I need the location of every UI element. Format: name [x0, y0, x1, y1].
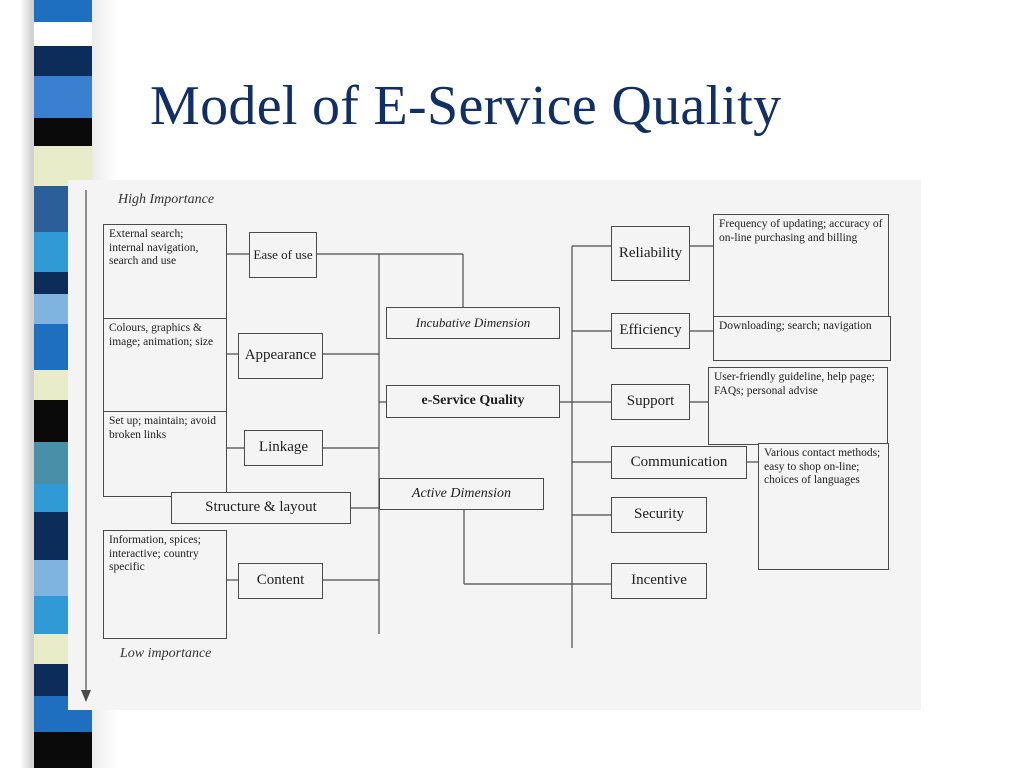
appearance-box: Appearance — [238, 333, 323, 379]
slide-title: Model of E-Service Quality — [150, 75, 782, 137]
support-note: User-friendly guideline, help page; FAQs… — [708, 367, 888, 445]
content-box: Content — [238, 563, 323, 599]
support-box: Support — [611, 384, 690, 420]
security-box: Security — [611, 497, 707, 533]
low-importance-label: Low importance — [120, 646, 212, 661]
appearance-note: Colours, graphics & image; animation; si… — [103, 318, 227, 413]
efficiency-box: Efficiency — [611, 313, 690, 349]
linkage-box: Linkage — [244, 430, 323, 466]
incubative-dimension-box: Incubative Dimension — [386, 307, 560, 339]
structure-layout-box: Structure & layout — [171, 492, 351, 524]
content-note: Information, spices; interactive; countr… — [103, 530, 227, 639]
diagram-panel: High Importance Low importance External … — [68, 180, 921, 710]
ease-of-use-note: External search; internal navigation, se… — [103, 224, 227, 320]
e-service-quality-box: e-Service Quality — [386, 385, 560, 418]
reliability-note: Frequency of updating; accuracy of on-li… — [713, 214, 889, 322]
communication-box: Communication — [611, 446, 747, 479]
communication-note: Various contact methods; easy to shop on… — [758, 443, 889, 570]
connector-lines — [81, 190, 758, 702]
reliability-box: Reliability — [611, 226, 690, 281]
active-dimension-box: Active Dimension — [379, 478, 544, 510]
linkage-note: Set up; maintain; avoid broken links — [103, 411, 227, 497]
ease-of-use-box: Ease of use — [249, 232, 317, 278]
incentive-box: Incentive — [611, 563, 707, 599]
efficiency-note: Downloading; search; navigation — [713, 316, 891, 361]
high-importance-label: High Importance — [118, 192, 215, 207]
